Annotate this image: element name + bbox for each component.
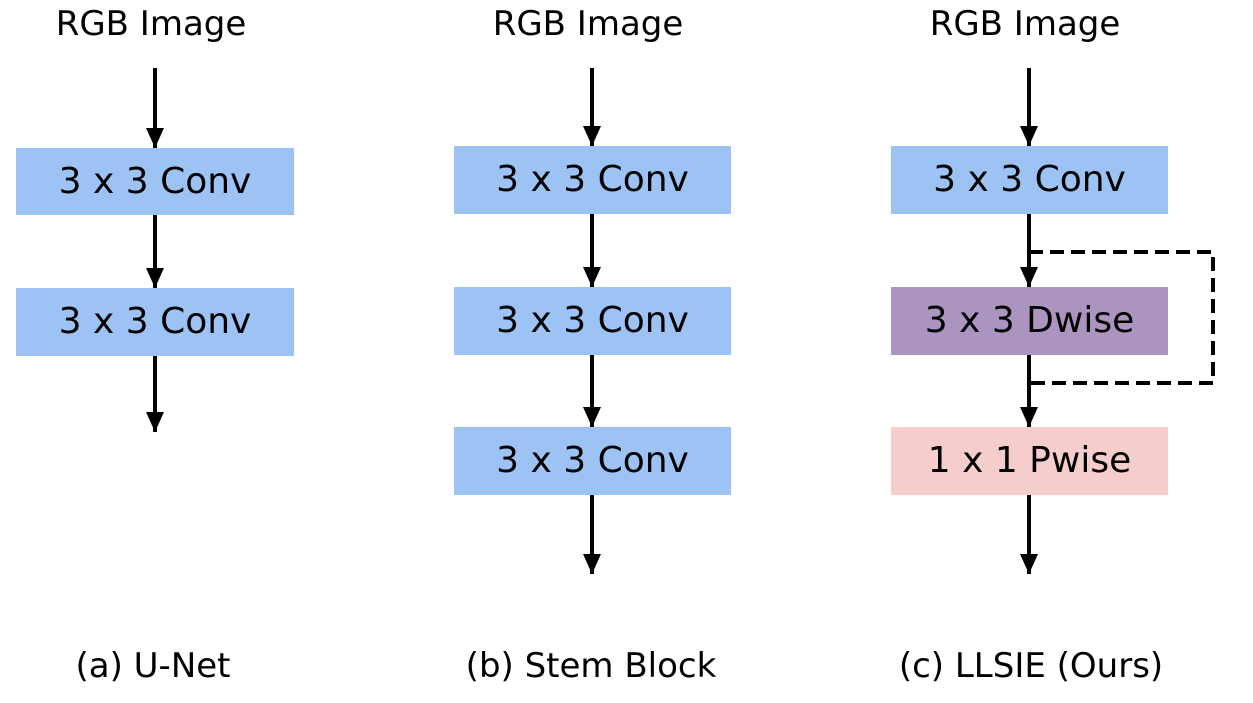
dwise-block-c-2: 3 x 3 Dwise [891, 287, 1168, 355]
caption-b: (b) Stem Block [465, 646, 717, 686]
conv-block-a-1: 3 x 3 Conv [16, 148, 294, 215]
input-label-b: RGB Image [492, 4, 684, 44]
input-label-a: RGB Image [55, 4, 247, 44]
conv-block-a-2: 3 x 3 Conv [16, 288, 294, 356]
conv-block-b-1: 3 x 3 Conv [454, 146, 731, 214]
input-label-c: RGB Image [929, 4, 1121, 44]
caption-a: (a) U-Net [75, 646, 231, 686]
conv-block-c-1: 3 x 3 Conv [891, 146, 1168, 214]
conv-block-b-2: 3 x 3 Conv [454, 287, 731, 355]
conv-block-b-3: 3 x 3 Conv [454, 427, 731, 495]
caption-c: (c) LLSIE (Ours) [898, 646, 1164, 686]
pwise-block-c-3: 1 x 1 Pwise [891, 427, 1168, 495]
residual-skip-connection [1029, 250, 1215, 385]
